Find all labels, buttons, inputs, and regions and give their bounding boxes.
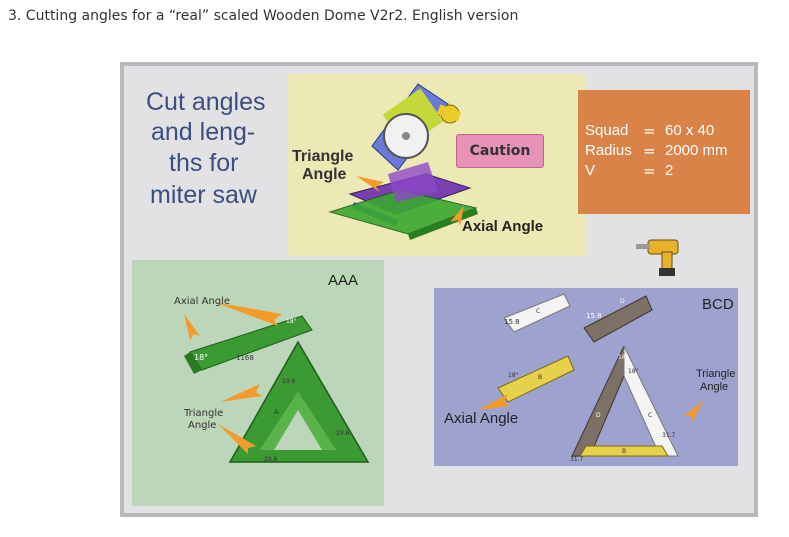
- aaa-angle-29-left: 29.6: [282, 378, 296, 385]
- bcd-label-d2: D: [596, 412, 601, 419]
- aaa-angle-18: 18°: [194, 353, 209, 362]
- bcd-title: BCD: [702, 296, 734, 313]
- saw-triangle-angle-line1: Triangle: [292, 148, 354, 165]
- aaa-angle-29-bottom: 29.6: [264, 456, 278, 463]
- saw-triangle-angle-line2: Angle: [302, 166, 347, 183]
- heading-line-2: and leng-: [151, 118, 256, 146]
- bcd-illustration: [478, 293, 704, 457]
- aaa-axial-arrow-2: [184, 314, 200, 340]
- spec-v-eq: =: [643, 162, 656, 180]
- heading-line-3: ths for: [169, 149, 239, 177]
- aaa-length-label: 1168: [236, 354, 254, 362]
- aaa-axial-angle-label: Axial Angle: [174, 296, 231, 307]
- bcd-label-c: C: [536, 308, 541, 315]
- saw-axial-angle-label: Axial Angle: [462, 218, 544, 235]
- spec-v-label: V: [585, 162, 596, 179]
- spec-radius-eq: =: [643, 142, 656, 160]
- spec-squad-label: Squad: [585, 122, 629, 139]
- caution-badge: Caution: [456, 134, 544, 168]
- axial-angle-arrow: [450, 206, 464, 226]
- spec-radius-label: Radius: [585, 142, 632, 159]
- aaa-triangle-angle-line1: Triangle: [184, 408, 224, 419]
- bcd-angle-18-tri2: 18°: [628, 368, 639, 375]
- aaa-angle-29-right: 29.6: [336, 430, 350, 437]
- bcd-angle-317-left: 31.7: [570, 456, 584, 463]
- bcd-label-b2: B: [622, 448, 627, 455]
- heading-block: Cut angles and leng- ths for miter saw: [136, 88, 286, 218]
- spec-squad-value: 60 x 40: [665, 122, 715, 139]
- spec-squad-eq: =: [643, 122, 656, 140]
- bcd-angle-158-white: 15.8: [504, 318, 520, 326]
- page-caption: 3. Cutting angles for a “real” scaled Wo…: [8, 8, 519, 24]
- miter-saw-panel: Triangle Angle Caution Axial Angle: [288, 74, 586, 256]
- aaa-illustration: [184, 302, 370, 463]
- bcd-label-b: B: [538, 374, 543, 381]
- aaa-triangle-angle-line2: Angle: [188, 420, 217, 431]
- bcd-angle-158-grey: 15.8: [586, 312, 602, 320]
- miter-saw-illustration: [328, 83, 478, 240]
- aaa-axial-arrow-1: [214, 302, 282, 326]
- bcd-angle-317-right: 31.7: [662, 432, 676, 439]
- aaa-vertex-a: A: [274, 408, 279, 416]
- bcd-label-d: D: [620, 298, 625, 305]
- aaa-angle-small: 18°: [286, 318, 297, 325]
- aaa-triangle-arrow-2: [218, 424, 256, 454]
- bcd-axial-arrow: [478, 394, 510, 410]
- aaa-title: AAA: [328, 272, 359, 289]
- bcd-triangle-angle-line2: Angle: [700, 381, 729, 393]
- bcd-triangle-arrow: [684, 400, 704, 422]
- aaa-triangle-arrow-1: [220, 384, 262, 402]
- bcd-panel: BCD 15.8 15.8 C D 18° B Axial Angle 18° …: [434, 288, 738, 466]
- triangle-angle-arrow: [356, 176, 384, 192]
- diagram-board: Cut angles and leng- ths for miter saw: [120, 62, 758, 517]
- bcd-label-c2: C: [648, 412, 653, 419]
- heading-line-1: Cut angles: [146, 88, 266, 116]
- spec-box: Squad = 60 x 40 Radius = 2000 mm V = 2: [578, 90, 750, 214]
- spec-v-value: 2: [665, 162, 674, 179]
- drill-icon: [636, 239, 679, 276]
- bcd-angle-18-tri: 18°: [618, 354, 629, 361]
- bcd-triangle-angle-line1: Triangle: [696, 368, 736, 380]
- aaa-panel: AAA Axial Angle 18° 1168 18° Triangle An…: [132, 260, 384, 506]
- bcd-angle-18: 18°: [508, 372, 519, 379]
- bcd-axial-angle-label: Axial Angle: [444, 410, 519, 427]
- heading-line-4: miter saw: [150, 181, 257, 209]
- spec-radius-value: 2000 mm: [665, 142, 728, 159]
